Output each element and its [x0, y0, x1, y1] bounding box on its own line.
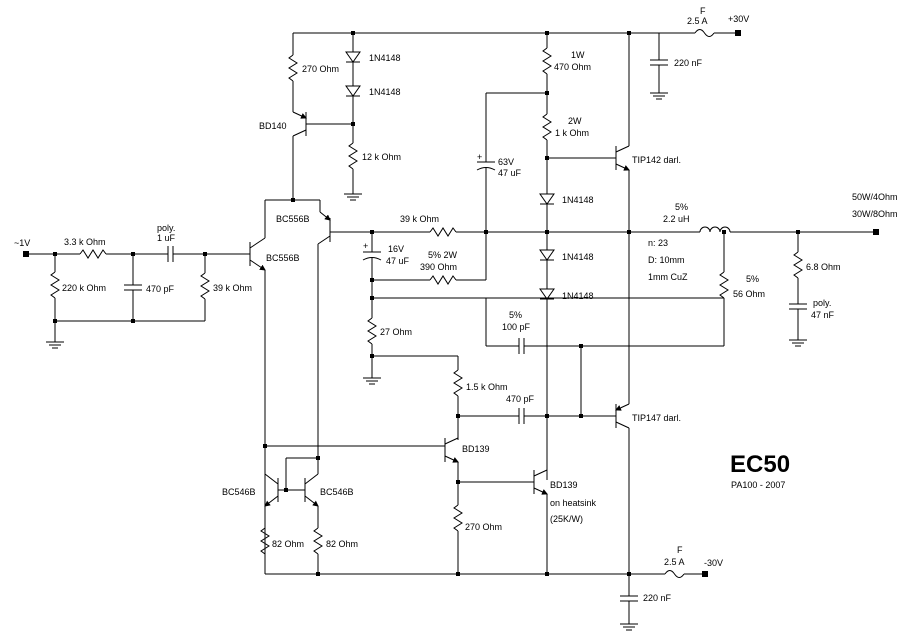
label-q-bc546-right: BC546B	[320, 487, 354, 497]
label-d5: 1N4148	[562, 291, 594, 301]
label-r12k: 12 k Ohm	[362, 152, 401, 162]
label-fuse-top-rating: 2.5 A	[687, 16, 708, 26]
label-c-16v: 47 uF	[386, 256, 410, 266]
label-r27: 27 Ohm	[380, 327, 412, 337]
label-r3k3: 3.3 k Ohm	[64, 237, 106, 247]
label-q-bd139-b: BD139	[550, 480, 578, 490]
label-r56-tol: 5%	[746, 274, 759, 284]
label-neg-rail: -30V	[704, 558, 723, 568]
label-c-in: 1 uF	[157, 233, 176, 243]
label-c-470p-in: 470 pF	[146, 284, 175, 294]
label-d3: 1N4148	[562, 195, 594, 205]
svg-text:+: +	[363, 241, 368, 251]
diagram-title: EC50	[730, 451, 790, 478]
label-r1k: 1 k Ohm	[555, 128, 589, 138]
transistor-bd139-bias	[533, 469, 549, 576]
label-inductor-turns: n: 23	[648, 238, 668, 248]
label-r56: 56 Ohm	[733, 289, 765, 299]
label-fuse-bot-letter: F	[677, 545, 683, 555]
label-fuse-top-letter: F	[700, 6, 706, 16]
label-r390-rating: 5% 2W	[428, 250, 458, 260]
label-c-100p: 100 pF	[502, 322, 531, 332]
input-network	[23, 246, 250, 349]
label-q-bd139-b-note1: on heatsink	[550, 498, 597, 508]
label-c-zob: 47 nF	[811, 310, 835, 320]
label-r390: 390 Ohm	[420, 262, 457, 272]
label-r270-bot: 270 Ohm	[465, 522, 502, 532]
negative-rail	[265, 570, 708, 578]
vas-stage	[263, 356, 547, 576]
label-q-bd139-a: BD139	[462, 444, 490, 454]
label-q-bc556-in: BC556B	[266, 253, 300, 263]
current-mirror	[260, 446, 323, 576]
driver-column	[539, 31, 616, 480]
label-output-8ohm: 30W/8Ohm	[852, 209, 898, 219]
capacitor-top-decoupling	[650, 33, 668, 100]
label-c-in-note: poly.	[157, 223, 175, 233]
label-pos-rail: +30V	[728, 14, 749, 24]
label-input-voltage: ~1V	[14, 238, 30, 248]
label-c-top: 220 nF	[674, 58, 703, 68]
label-r39k-in: 39 k Ohm	[213, 283, 252, 293]
feedback-network: +	[362, 227, 724, 385]
diagram-subtitle: PA100 - 2007	[731, 480, 785, 490]
positive-rail	[293, 29, 741, 37]
label-inductor-wire: 1mm CuZ	[648, 272, 688, 282]
label-c-16v-v: 16V	[388, 244, 404, 254]
label-inductor-tol: 5%	[675, 202, 688, 212]
label-c-boot-v: 63V	[498, 157, 514, 167]
label-q-bd140: BD140	[259, 121, 287, 131]
label-r470-rating: 1W	[571, 50, 585, 60]
label-q-tip147: TIP147 darl.	[632, 413, 681, 423]
label-r82-left: 82 Ohm	[272, 539, 304, 549]
label-inductor-value: 2.2 uH	[663, 214, 690, 224]
label-c-470p-fb: 470 pF	[506, 394, 535, 404]
label-r6k8: 6.8 Ohm	[806, 262, 841, 272]
capacitor-bottom-decoupling	[620, 574, 638, 631]
label-q-tip142: TIP142 darl.	[632, 155, 681, 165]
label-q-bc556-top: BC556B	[276, 214, 310, 224]
svg-text:+: +	[477, 152, 482, 162]
transistor-tip142	[615, 31, 631, 404]
label-d2: 1N4148	[369, 87, 401, 97]
label-c-zob-note: poly.	[813, 298, 831, 308]
label-d4: 1N4148	[562, 252, 594, 262]
label-r82-right: 82 Ohm	[326, 539, 358, 549]
label-output-4ohm: 50W/4Ohm	[852, 192, 898, 202]
label-d1: 1N4148	[369, 53, 401, 63]
output-network	[699, 226, 879, 347]
transistor-bc556b-feedback	[317, 200, 372, 458]
label-r270-top: 270 Ohm	[302, 64, 339, 74]
label-q-bc546-left: BC546B	[222, 487, 256, 497]
capacitor-100pf	[485, 298, 724, 418]
label-fuse-bot-rating: 2.5 A	[664, 557, 685, 567]
label-r220k: 220 k Ohm	[62, 283, 106, 293]
label-c-bot: 220 nF	[643, 593, 672, 603]
label-c-100p-tol: 5%	[509, 310, 522, 320]
label-inductor-diameter: D: 10mm	[648, 255, 685, 265]
transistor-bc556b-input	[249, 200, 266, 574]
transistor-tip147	[615, 403, 631, 576]
label-c-boot: 47 uF	[498, 168, 522, 178]
label-r39k-fb: 39 k Ohm	[400, 214, 439, 224]
label-q-bd139-b-note2: (25K/W)	[550, 514, 583, 524]
bd140-stage	[288, 31, 362, 201]
label-r1k-rating: 2W	[568, 116, 582, 126]
label-r1k5: 1.5 k Ohm	[466, 382, 508, 392]
label-r470: 470 Ohm	[554, 62, 591, 72]
